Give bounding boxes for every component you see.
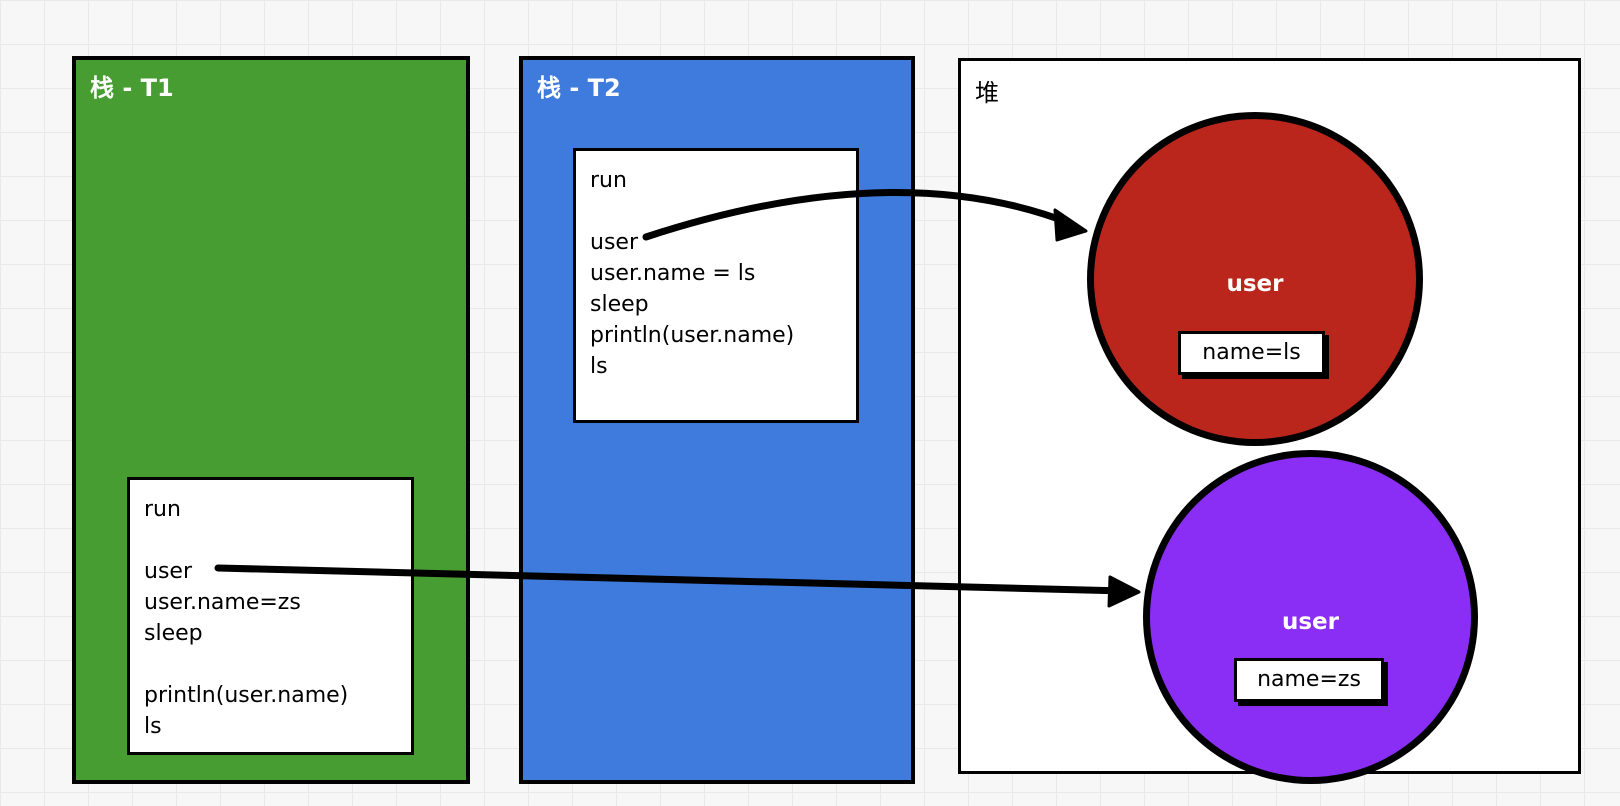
code-line: user: [144, 559, 192, 584]
code-line: [144, 649, 397, 680]
code-line: run: [144, 497, 181, 522]
object-label: user: [1226, 271, 1284, 297]
code-line: user.name=zs: [144, 590, 301, 615]
stack-t2-run-frame: run user user.name = ls sleep println(us…: [573, 148, 859, 423]
code-line: run: [590, 168, 627, 193]
heap-object-user-ls: user name=ls: [1087, 112, 1423, 446]
code-line: sleep: [144, 621, 203, 646]
stack-t1-title: 栈 - T1: [90, 74, 174, 102]
object-field-name: name=zs: [1234, 658, 1384, 702]
code-line: sleep: [590, 292, 649, 317]
code-line: println(user.name): [144, 683, 349, 708]
heap-title: 堆: [975, 79, 999, 107]
heap-object-user-zs: user name=zs: [1143, 450, 1478, 784]
code-line: [144, 525, 397, 556]
stack-t1-run-frame: run user user.name=zs sleep println(user…: [127, 477, 414, 755]
code-line: user: [590, 230, 638, 255]
object-field-name: name=ls: [1178, 331, 1325, 375]
code-line: [590, 196, 842, 227]
code-line: println(user.name): [590, 323, 795, 348]
code-line: ls: [590, 354, 608, 379]
object-label: user: [1281, 609, 1339, 635]
code-line: user.name = ls: [590, 261, 756, 286]
code-line: ls: [144, 714, 162, 739]
stack-t2-title: 栈 - T2: [537, 74, 621, 102]
